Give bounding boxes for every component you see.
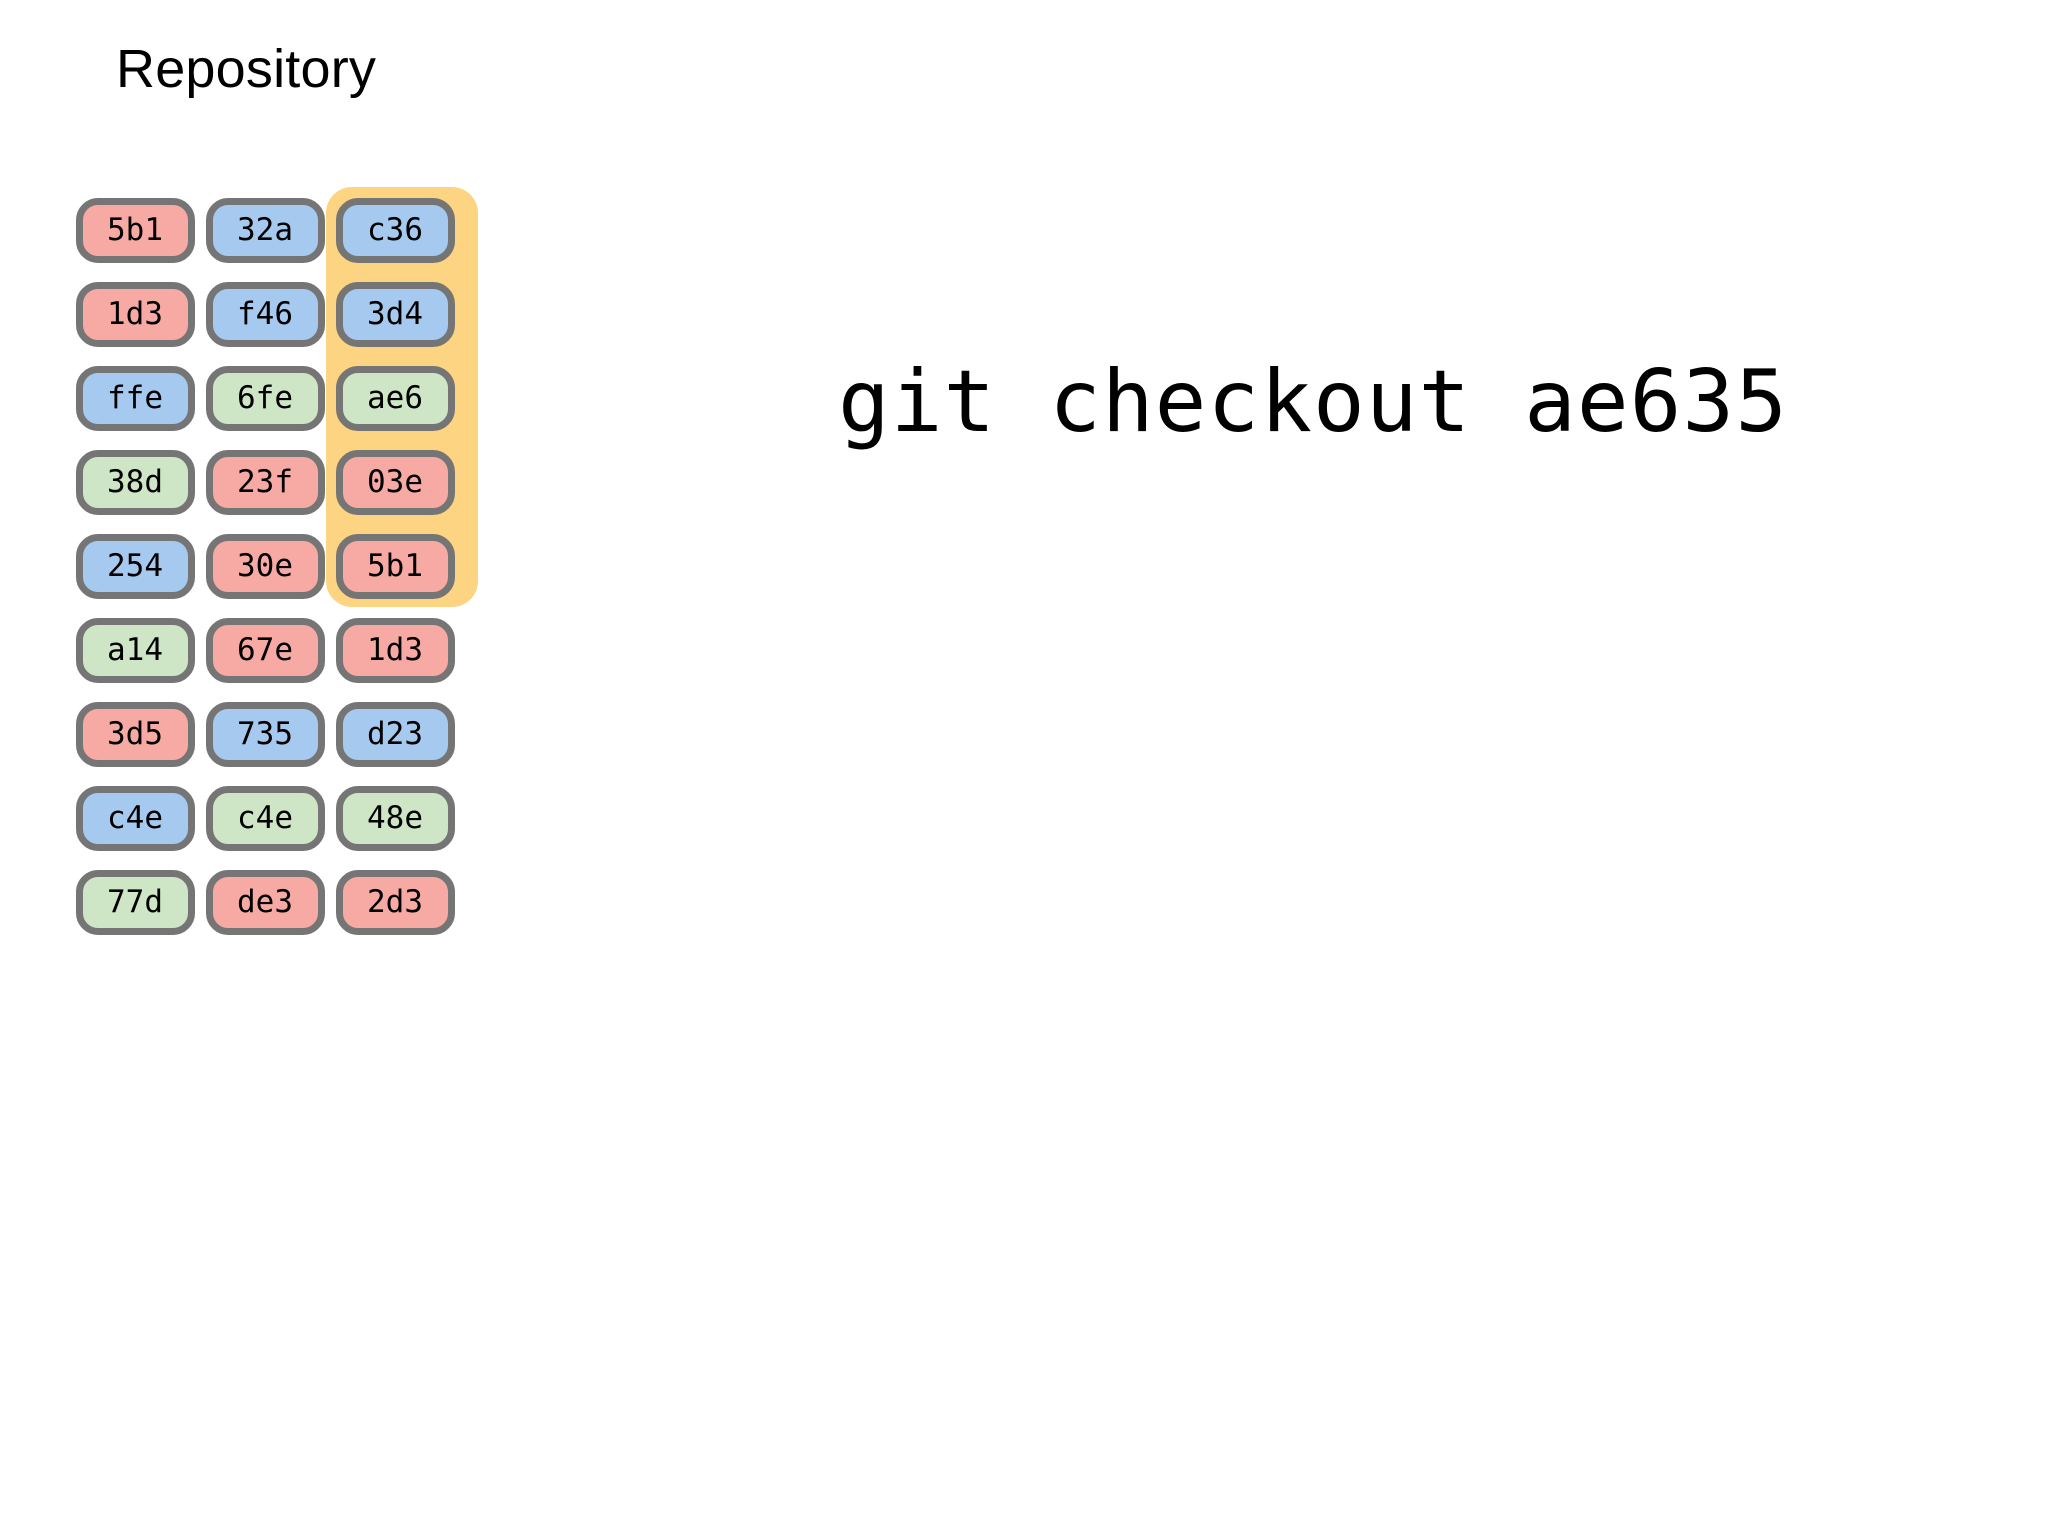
commit-badge[interactable]: d23 [335,701,455,767]
commit-badge[interactable]: 735 [205,701,325,767]
commit-badge[interactable]: 6fe [205,365,325,431]
commit-badge[interactable]: 48e [335,785,455,851]
commit-badge[interactable]: c36 [335,197,455,263]
commit-badge[interactable]: 3d5 [75,701,195,767]
commit-cell: 6fe [200,356,330,440]
commit-badge[interactable]: 77d [75,869,195,935]
commit-cell: 254 [70,524,200,608]
commit-cell: 2d3 [330,860,460,944]
commit-cell: 5b1 [330,524,460,608]
commit-badge[interactable]: 254 [75,533,195,599]
commit-cell: ae6 [330,356,460,440]
commit-cell: c4e [70,776,200,860]
commit-badge[interactable]: 30e [205,533,325,599]
commit-badge[interactable]: a14 [75,617,195,683]
commit-cell: 1d3 [70,272,200,356]
commit-badge[interactable]: c4e [75,785,195,851]
commit-cell: 67e [200,608,330,692]
commit-badge[interactable]: 2d3 [335,869,455,935]
commit-cell: 3d5 [70,692,200,776]
commit-cell: 1d3 [330,608,460,692]
commit-badge[interactable]: ae6 [335,365,455,431]
commit-badge[interactable]: c4e [205,785,325,851]
commit-cell: d23 [330,692,460,776]
commit-cell: 3d4 [330,272,460,356]
commit-cell: 32a [200,188,330,272]
page-title: Repository [116,39,377,99]
commit-badge[interactable]: 38d [75,449,195,515]
commit-cell: 77d [70,860,200,944]
commit-badge[interactable]: 1d3 [75,281,195,347]
commit-cell: f46 [200,272,330,356]
commit-cell: 735 [200,692,330,776]
commit-cell: 38d [70,440,200,524]
commit-badge[interactable]: 1d3 [335,617,455,683]
commit-cell: ffe [70,356,200,440]
commit-badge[interactable]: ffe [75,365,195,431]
commit-badge[interactable]: 5b1 [75,197,195,263]
commit-cell: 5b1 [70,188,200,272]
commit-cell: 23f [200,440,330,524]
commit-cell: 30e [200,524,330,608]
commit-badge[interactable]: de3 [205,869,325,935]
commit-cell: c4e [200,776,330,860]
commit-cell: de3 [200,860,330,944]
commit-badge[interactable]: f46 [205,281,325,347]
commit-badge[interactable]: 23f [205,449,325,515]
commit-badge[interactable]: 67e [205,617,325,683]
commit-badge[interactable]: 3d4 [335,281,455,347]
git-command-text: git checkout ae635 [838,352,1788,452]
commit-cell: 03e [330,440,460,524]
commit-cell: a14 [70,608,200,692]
commit-badge[interactable]: 32a [205,197,325,263]
commit-cell: c36 [330,188,460,272]
commit-badge[interactable]: 03e [335,449,455,515]
commit-cell: 48e [330,776,460,860]
commit-badge[interactable]: 5b1 [335,533,455,599]
